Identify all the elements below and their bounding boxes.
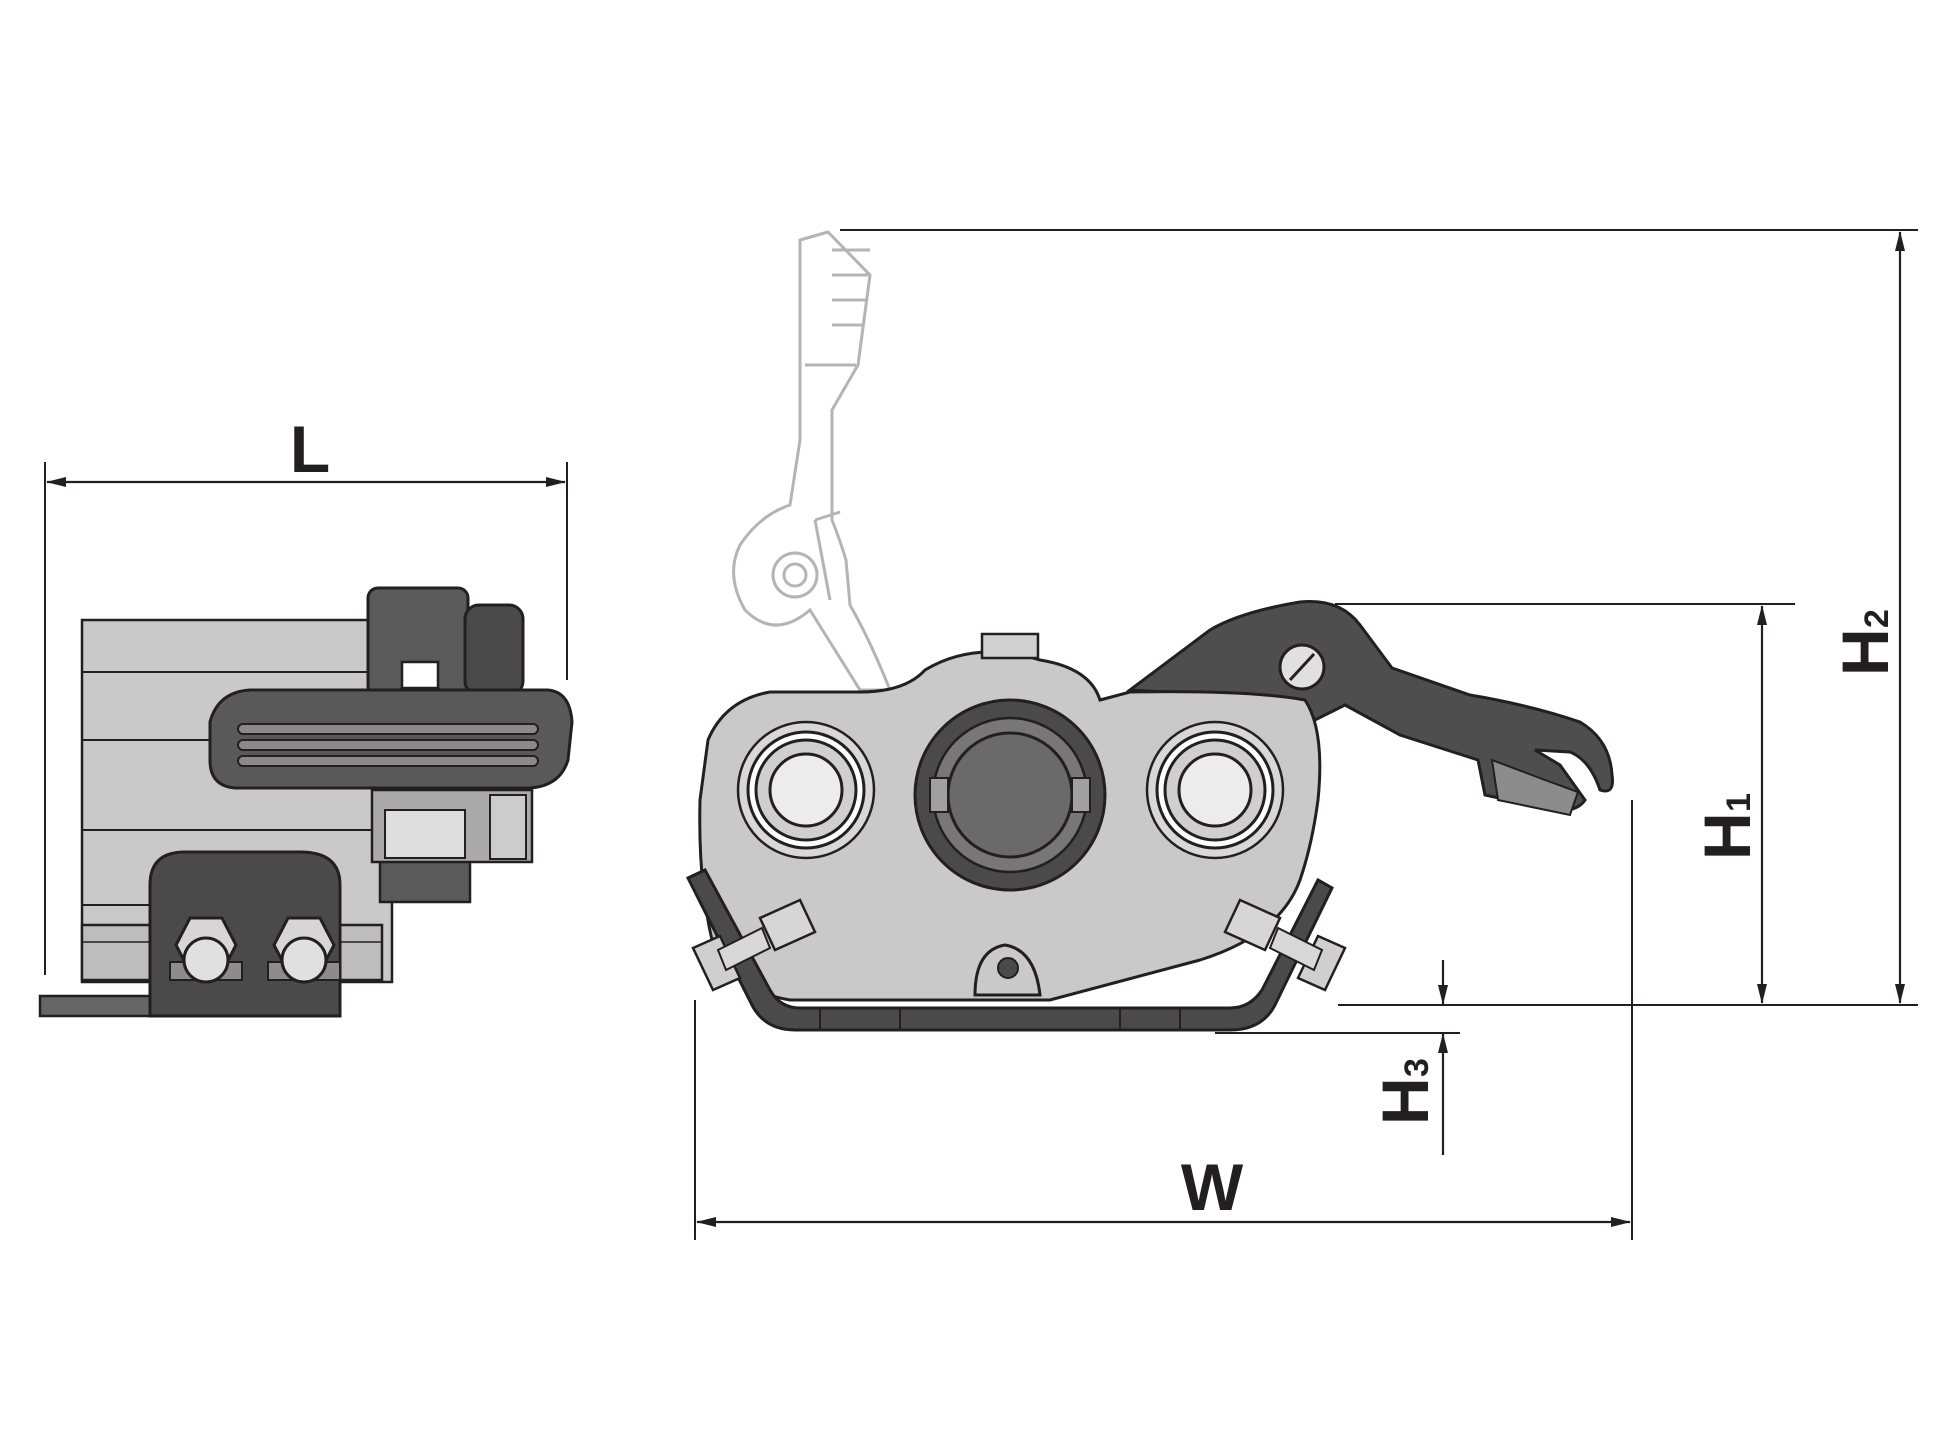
guide-pin-left (736, 720, 876, 860)
label-height3: H (1368, 1077, 1442, 1125)
label-height1-sub: 1 (1720, 793, 1758, 812)
label-height2-sub: 2 (1858, 609, 1896, 628)
bolt-icon (1223, 898, 1347, 992)
bolt-icon (691, 898, 817, 992)
lever-open-position (732, 230, 893, 692)
side-view (38, 586, 574, 1018)
dimension-labels: L W H 2 H 1 H 3 (290, 412, 1902, 1224)
label-height1: H (1690, 812, 1764, 860)
label-height3-sub: 3 (1398, 1058, 1436, 1077)
label-width: W (1181, 1150, 1244, 1224)
label-length: L (290, 412, 330, 486)
guide-pin-right (1145, 720, 1285, 860)
bolt-icon (267, 916, 341, 984)
bolt-icon (169, 916, 243, 984)
front-view (685, 599, 1614, 1032)
label-height2: H (1828, 628, 1902, 676)
center-contact (913, 698, 1107, 892)
dimension-lines (44, 229, 1918, 1240)
